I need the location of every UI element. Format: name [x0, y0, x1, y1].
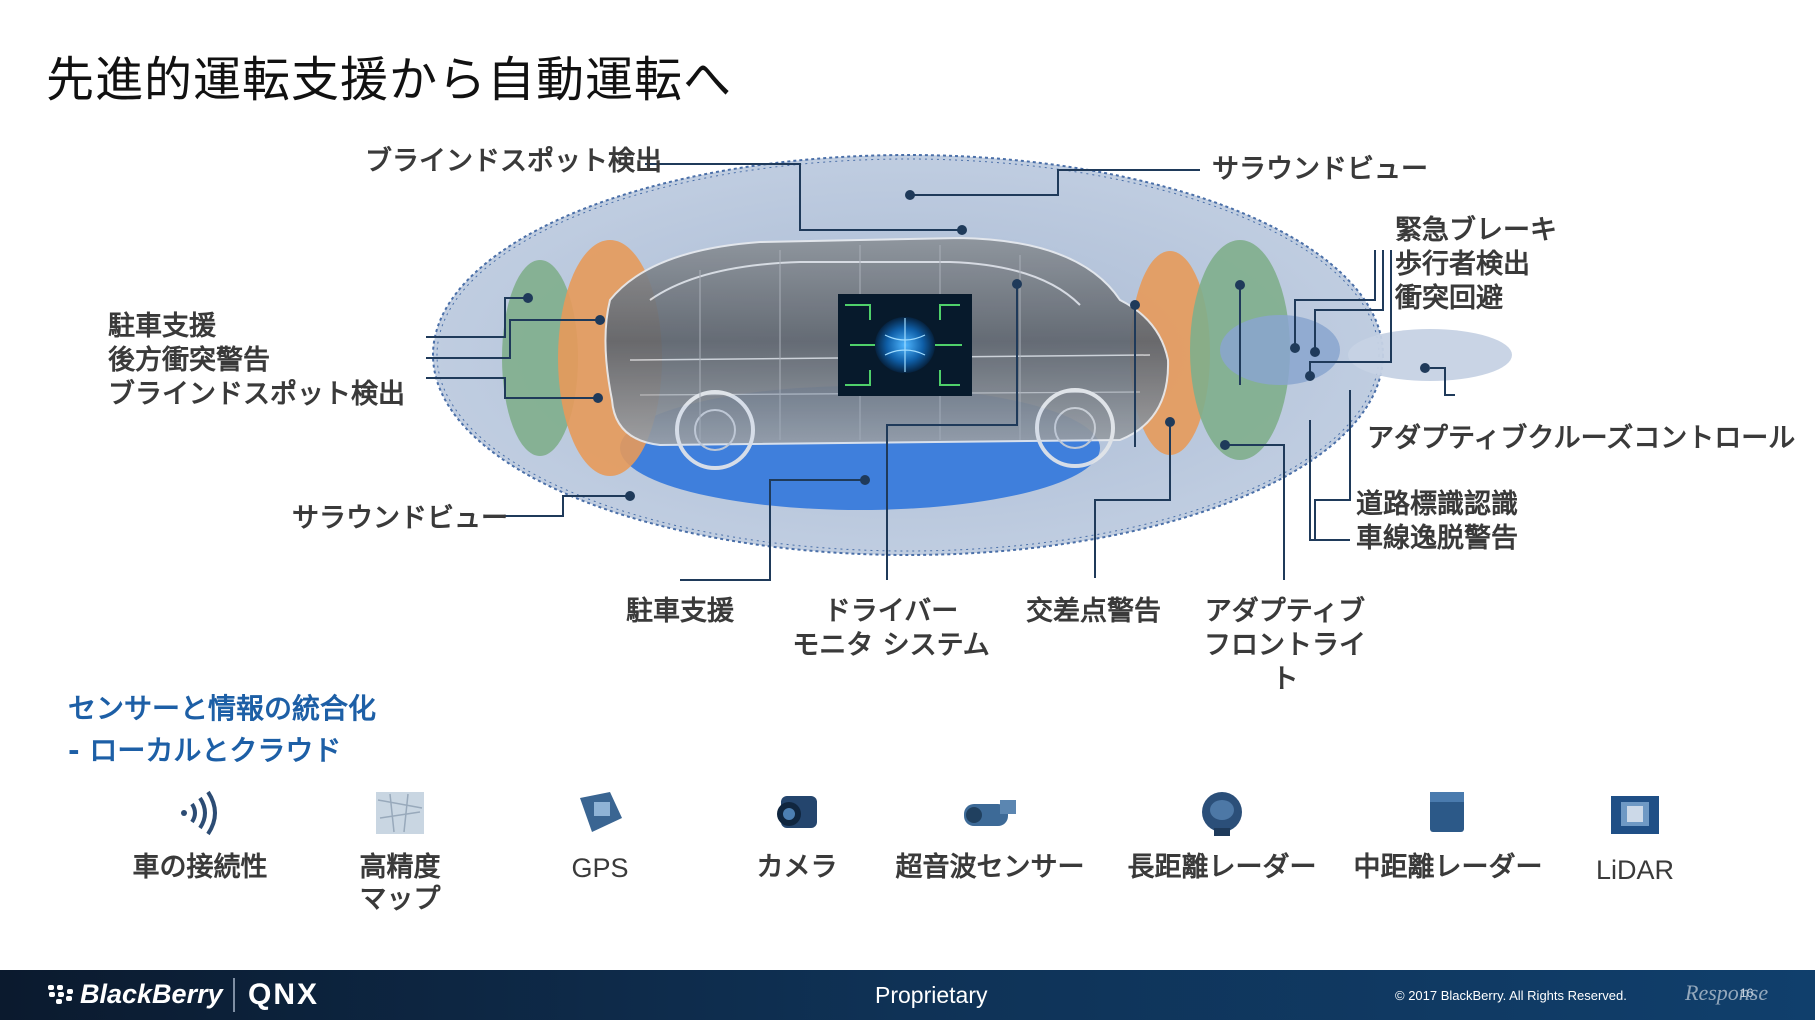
long-range-radar-icon [1202, 792, 1242, 836]
sensor-item: GPS [500, 788, 700, 884]
label-cross-traffic: 交差点警告 [1026, 596, 1161, 627]
blackberry-logo: BlackBerry [80, 979, 223, 1009]
blackberry-dots-icon [48, 985, 73, 1004]
acc-zone [1348, 329, 1512, 381]
label-acc: アダプティブクルーズコントロール [1367, 423, 1796, 454]
label-adaptive-lights: アダプティブ フロントライト [1204, 596, 1366, 695]
sensor-item: LiDAR [1535, 790, 1735, 886]
forward-radar-zone [1220, 315, 1340, 385]
connectivity-icon [181, 790, 217, 836]
leader-dots [523, 190, 1430, 501]
hd-map-icon [376, 792, 424, 834]
response-watermark: Response [1685, 980, 1769, 1005]
sensor-item: カメラ [697, 788, 897, 884]
label-emergency-functions: 緊急ブレーキ 歩行者検出 衝突回避 [1395, 215, 1557, 314]
footer-separator [233, 978, 235, 1012]
copyright-notice: © 2017 BlackBerry. All Rights Reserved. [1395, 988, 1627, 1003]
label-driver-monitor: ドライバー モニタ システム [792, 596, 990, 661]
sensor-fusion-heading: センサーと情報の統合化 - ローカルとクラウド [68, 692, 377, 767]
label-surround-view-left: サラウンドビュー [292, 503, 508, 534]
qnx-logo: QNX [248, 978, 320, 1011]
sensor-item: 車の接続性 [100, 788, 300, 884]
slide-title: 先進的運転支援から自動運転へ [46, 52, 733, 108]
footer-bar: BlackBerry QNX Proprietary © 2017 BlackB… [0, 970, 1815, 1020]
gps-icon [580, 792, 622, 832]
page-number: 16 [1740, 986, 1754, 1000]
ultrasonic-sensor-icon [964, 800, 1016, 826]
lidar-icon [1611, 796, 1659, 834]
camera-icon [777, 796, 817, 828]
rear-green-zone [502, 260, 578, 456]
sensor-item: 長距離レーダー [1122, 788, 1322, 884]
mid-range-radar-icon [1430, 792, 1464, 832]
label-blind-spot-top: ブラインドスポット検出 [365, 146, 662, 177]
label-road-sign-lane: 道路標識認識 車線逸脱警告 [1356, 489, 1518, 554]
classification-label: Proprietary [875, 982, 988, 1008]
ai-brain-chip [838, 294, 972, 396]
leader-lines [426, 163, 1455, 581]
adas-diagram [426, 154, 1512, 581]
sensor-item: 中距離レーダー [1348, 788, 1548, 884]
sensor-item: 超音波センサー [890, 788, 1090, 884]
label-rear-functions: 駐車支援 後方衝突警告 ブラインドスポット検出 [108, 311, 405, 410]
label-surround-view-top: サラウンドビュー [1212, 154, 1428, 185]
label-parking-assist: 駐車支援 [626, 596, 734, 627]
sensor-item: 高精度 マップ [300, 788, 500, 916]
